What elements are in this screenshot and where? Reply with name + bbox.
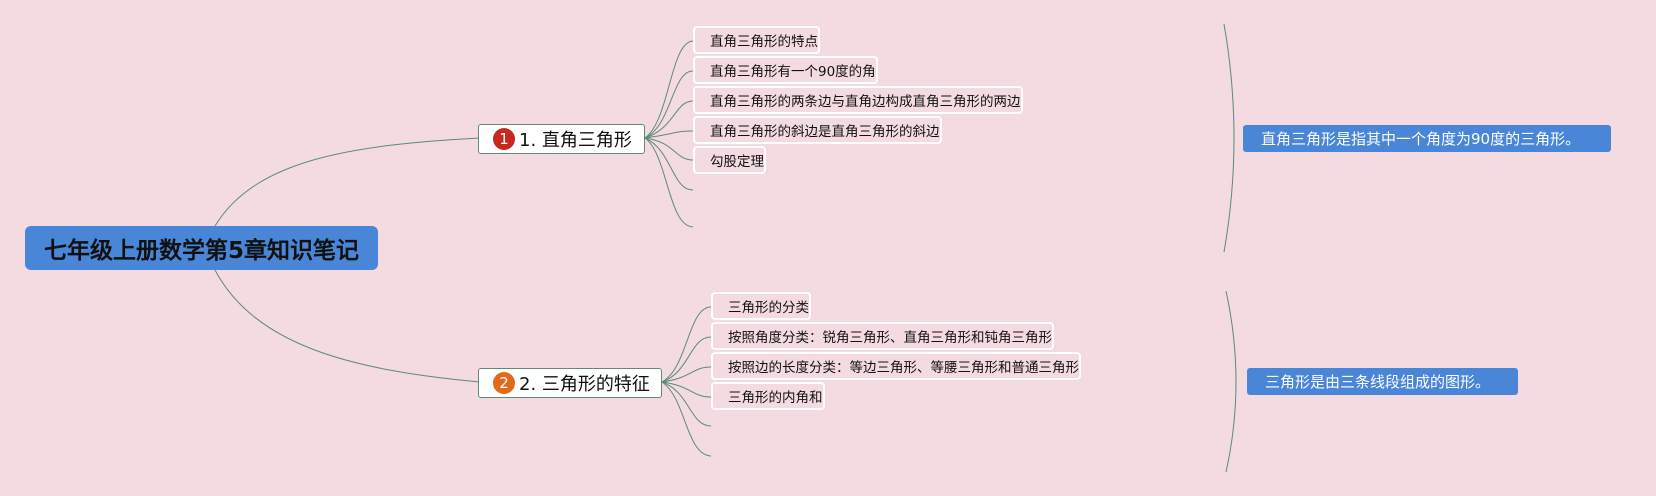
summary-bracket-2 bbox=[1225, 290, 1237, 473]
branch-label: 1. 直角三角形 bbox=[519, 130, 632, 151]
summary-note[interactable]: 三角形是由三条线段组成的图形。 bbox=[1247, 368, 1518, 395]
leaf-topic[interactable]: 直角三角形有一个90度的角 bbox=[693, 56, 878, 84]
priority-1-icon: 1 bbox=[493, 128, 515, 150]
connector-b2-leaf-4 bbox=[661, 381, 712, 398]
branch-topic-right-triangle[interactable]: 1 1. 直角三角形 bbox=[478, 124, 645, 154]
connector-b2-leaf-1 bbox=[661, 306, 712, 383]
leaf-topic[interactable]: 按照角度分类：锐角三角形、直角三角形和钝角三角形 bbox=[711, 322, 1054, 350]
summary-bracket-1 bbox=[1223, 23, 1235, 253]
connector-root-branch-2 bbox=[214, 269, 481, 383]
connector-b2-empty-1 bbox=[661, 381, 712, 427]
leaf-topic[interactable]: 勾股定理 bbox=[693, 146, 766, 174]
leaf-topic[interactable]: 直角三角形的特点 bbox=[693, 26, 820, 54]
connector-b2-leaf-3 bbox=[661, 366, 712, 383]
priority-2-icon: 2 bbox=[493, 372, 515, 394]
connector-root-branch-1 bbox=[214, 137, 481, 227]
summary-note[interactable]: 直角三角形是指其中一个角度为90度的三角形。 bbox=[1243, 125, 1611, 152]
leaf-topic[interactable]: 三角形的内角和 bbox=[711, 382, 825, 410]
leaf-topic[interactable]: 直角三角形的两条边与直角边构成直角三角形的两边 bbox=[693, 86, 1023, 114]
connector-b1-empty-1 bbox=[644, 137, 694, 191]
connector-b1-leaf-1 bbox=[644, 40, 694, 139]
connector-b2-leaf-2 bbox=[661, 336, 712, 383]
connector-b1-leaf-2 bbox=[644, 70, 694, 139]
connector-b1-leaf-5 bbox=[644, 137, 694, 161]
connector-b1-leaf-4 bbox=[644, 130, 694, 139]
connector-b2-empty-2 bbox=[661, 381, 712, 457]
connector-b1-leaf-3 bbox=[644, 100, 694, 139]
branch-label: 2. 三角形的特征 bbox=[519, 374, 650, 395]
central-topic[interactable]: 七年级上册数学第5章知识笔记 bbox=[25, 226, 378, 270]
connector-b1-empty-2 bbox=[644, 137, 694, 228]
leaf-topic[interactable]: 三角形的分类 bbox=[711, 292, 811, 320]
leaf-topic[interactable]: 直角三角形的斜边是直角三角形的斜边 bbox=[693, 116, 942, 144]
leaf-topic[interactable]: 按照边的长度分类：等边三角形、等腰三角形和普通三角形 bbox=[711, 352, 1081, 380]
branch-topic-triangle-features[interactable]: 2 2. 三角形的特征 bbox=[478, 368, 662, 398]
